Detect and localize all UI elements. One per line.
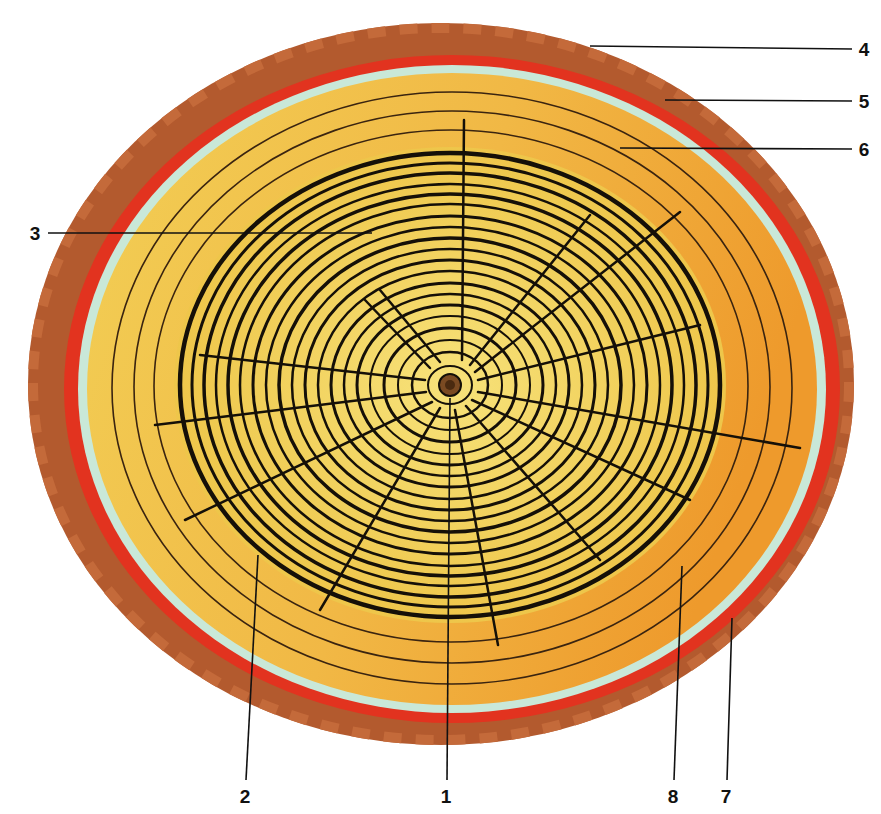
phloem-ring (64, 55, 840, 723)
callout-number: 5 (859, 92, 870, 111)
bark (28, 23, 854, 745)
callout-number: 8 (668, 787, 679, 806)
cambium-ring (78, 65, 826, 713)
sapwood-rings (112, 92, 792, 684)
callout-number: 4 (859, 40, 870, 59)
medullary-rays (155, 120, 800, 645)
callout-number: 1 (441, 787, 452, 806)
sapwood (87, 73, 817, 705)
leader-lines (48, 46, 852, 780)
callout-number: 7 (721, 787, 732, 806)
annual-rings (180, 153, 720, 617)
heartwood (174, 147, 726, 623)
callout-number: 6 (859, 140, 870, 159)
callout-number: 2 (240, 787, 251, 806)
bark-texture (33, 28, 849, 740)
pith-core (445, 380, 455, 390)
pith (439, 374, 461, 396)
callout-number: 3 (30, 224, 41, 243)
